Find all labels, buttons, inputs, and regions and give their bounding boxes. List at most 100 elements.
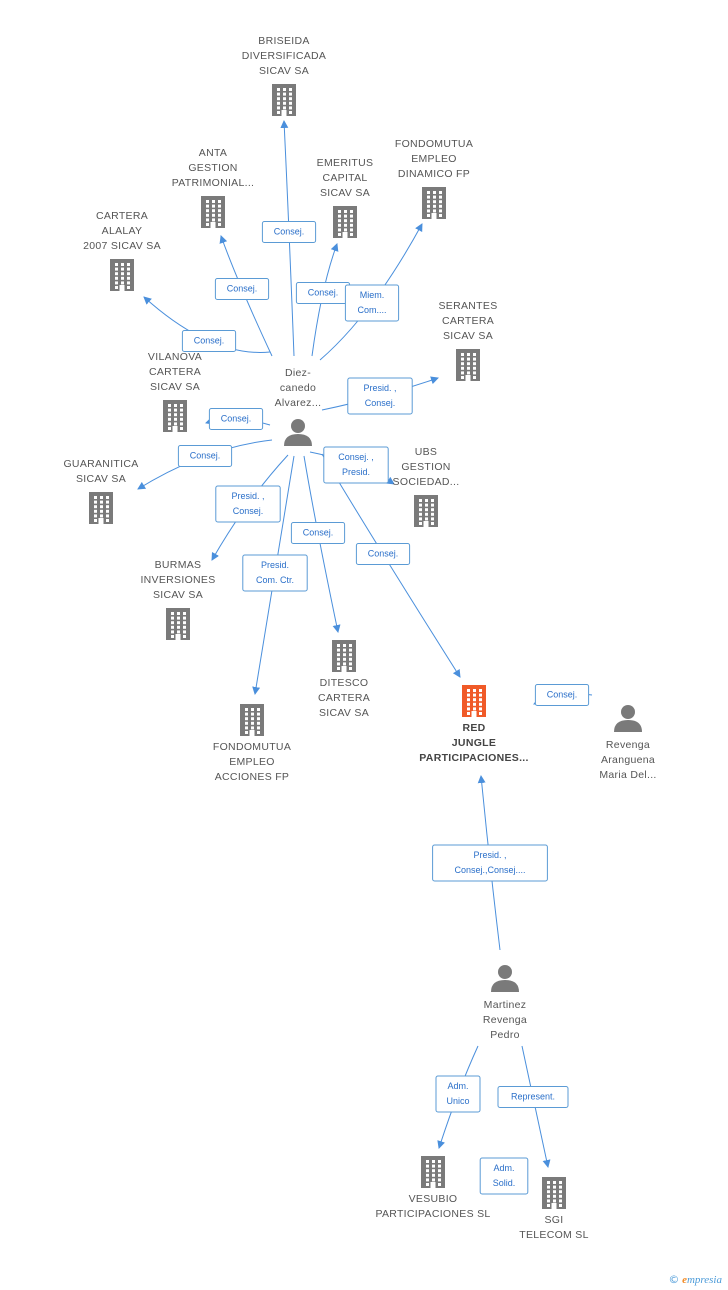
building-window: [427, 209, 430, 213]
building-window: [559, 1190, 562, 1194]
company-node-ubs[interactable]: UBSGESTIONSOCIEDAD...: [393, 446, 460, 527]
node-label-line: CAPITAL: [322, 172, 367, 184]
node-label-line: GESTION: [188, 162, 237, 174]
edge-label-diezcanedo-red_jungle[interactable]: Consej.: [355, 543, 411, 565]
edge-label-box: [208, 408, 264, 430]
building-door: [119, 285, 125, 291]
building-window: [257, 726, 260, 730]
edge-label-diezcanedo-emeritus[interactable]: Consej.: [295, 282, 351, 304]
building-window: [479, 693, 482, 697]
building-window: [127, 286, 130, 289]
building-window: [419, 517, 422, 521]
building-window: [349, 662, 352, 666]
building-window: [473, 353, 476, 356]
building-window: [206, 200, 209, 203]
building-door: [465, 375, 471, 381]
edge-label-martinez-vesubio[interactable]: Adm.Unico: [435, 1075, 481, 1113]
person-node-diezcanedo[interactable]: Diez-canedoAlvarez...: [275, 367, 322, 446]
building-window: [94, 500, 97, 504]
edge-label-diezcanedo-fondomutua_acciones[interactable]: Presid. Com. Ctr.: [242, 554, 308, 592]
company-node-anta[interactable]: ANTAGESTIONPATRIMONIAL...: [172, 147, 255, 228]
building-window: [106, 509, 109, 513]
building-window: [425, 508, 428, 512]
building-window: [473, 693, 476, 697]
building-window: [218, 204, 221, 208]
edge-label-line: Com. Ctr.: [256, 575, 294, 585]
edge-label-line: Presid.: [342, 467, 370, 477]
building-window: [427, 195, 430, 199]
building-window: [283, 92, 286, 96]
edge-label-diezcanedo-ubs[interactable]: Consej. , Presid.: [323, 446, 389, 484]
building-window: [559, 1199, 562, 1203]
building-window: [100, 496, 103, 499]
building-window: [439, 200, 442, 204]
building-window: [479, 712, 482, 715]
edge-label-revenga-red_jungle[interactable]: Consej.: [534, 684, 590, 706]
node-label-line: VESUBIO: [409, 1193, 458, 1205]
edge-label-diezcanedo-burmas[interactable]: Presid. ,Consej.: [215, 485, 281, 523]
edge-label-diezcanedo-vilanova[interactable]: Consej.: [208, 408, 264, 430]
building-window: [218, 218, 221, 222]
building-door: [423, 521, 429, 527]
building-door: [342, 232, 348, 238]
building-window: [180, 427, 183, 430]
building-window: [171, 612, 174, 615]
building-door: [341, 666, 347, 672]
building-window: [426, 1164, 429, 1168]
building-window: [427, 214, 430, 217]
building-window: [425, 512, 428, 516]
edge-label-diezcanedo-guaranitica[interactable]: Consej.: [177, 445, 233, 467]
building-window: [212, 213, 215, 217]
building-window: [283, 101, 286, 105]
edge-label-martinez-sgi[interactable]: Represent.: [497, 1086, 569, 1108]
edge-label-martinez-red_jungle[interactable]: Presid. ,Consej.,Consej....: [432, 844, 548, 882]
edge-label-diezcanedo-ditesco[interactable]: Consej.: [290, 522, 346, 544]
edge-label-box: [432, 844, 548, 882]
company-node-red_jungle[interactable]: REDJUNGLEPARTICIPACIONES...: [419, 685, 528, 764]
building-window: [289, 106, 292, 110]
building-window: [218, 200, 221, 203]
building-window: [431, 503, 434, 507]
edge-label-line: Presid.: [261, 560, 289, 570]
edge-label-martinez-sgi[interactable]: Adm.Solid.: [479, 1157, 529, 1195]
person-icon: [614, 705, 642, 732]
edge-label-diezcanedo-anta[interactable]: Consej.: [214, 278, 270, 300]
building-window: [479, 698, 482, 702]
building-window: [257, 731, 260, 734]
building-window: [245, 721, 248, 725]
building-window: [206, 223, 209, 226]
building-window: [425, 503, 428, 507]
edge-label-diezcanedo-briseida[interactable]: Consej.: [261, 221, 317, 243]
edge-label-diezcanedo-fondomutua_dinamico[interactable]: Miem.Com....: [344, 284, 400, 322]
edge-label-box: [215, 485, 281, 523]
building-icon: [421, 1156, 445, 1188]
brand-footer[interactable]: © empresia: [668, 1273, 722, 1286]
building-window: [94, 509, 97, 513]
edge-label-diezcanedo-cartera_alalay[interactable]: Consej.: [181, 330, 237, 352]
building-window: [439, 214, 442, 217]
node-label-line: EMPLEO: [229, 756, 275, 768]
edge-label-line: Consej.: [368, 549, 399, 559]
edge-label-line: Consej. ,: [338, 452, 374, 462]
building-window: [425, 517, 428, 521]
node-label-line: VILANOVA: [148, 351, 202, 363]
building-window: [115, 272, 118, 276]
edge-label-diezcanedo-serantes[interactable]: Presid. ,Consej.: [347, 377, 413, 415]
building-window: [461, 362, 464, 366]
building-window: [289, 92, 292, 96]
